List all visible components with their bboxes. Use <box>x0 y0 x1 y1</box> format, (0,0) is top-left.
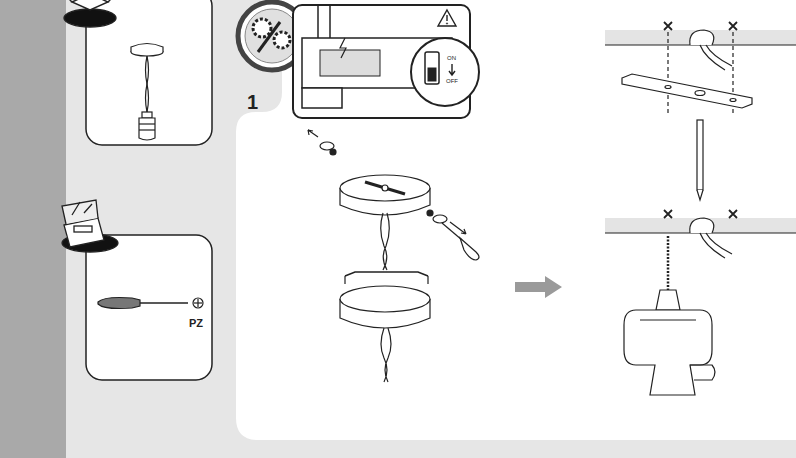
toolbox-icon <box>62 200 118 252</box>
canopy-exploded <box>308 130 479 382</box>
switch-on-text: ON <box>447 55 456 61</box>
drilling-view <box>605 210 796 395</box>
tools-box <box>86 235 212 380</box>
step-number: 1 <box>247 92 258 112</box>
step-panel <box>236 0 796 440</box>
screwdriver <box>98 298 203 309</box>
box-icon <box>62 0 118 27</box>
switch-off-panel <box>293 5 479 118</box>
marking-view <box>605 22 796 200</box>
step-arrow <box>515 276 562 298</box>
side-strip <box>0 0 66 458</box>
bit-type-text: PZ <box>189 318 203 329</box>
switch-off-text: OFF <box>446 78 458 84</box>
pendant-lamp <box>131 44 163 141</box>
